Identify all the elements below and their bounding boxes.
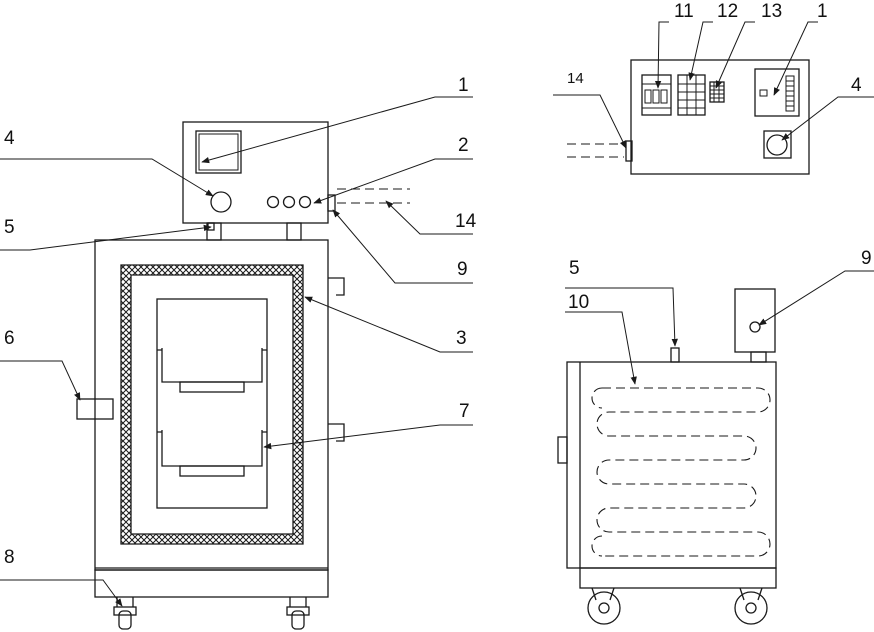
label-7: 7 (459, 401, 470, 422)
hinge-upper (328, 277, 345, 296)
label-side-5: 5 (569, 258, 580, 279)
control-box (182, 121, 410, 224)
panel-knob (763, 130, 792, 159)
tray-upper (157, 348, 267, 393)
caster-left (113, 597, 137, 630)
label-side-9: 9 (861, 248, 872, 269)
label-3: 3 (456, 328, 467, 349)
label-4: 4 (4, 128, 15, 149)
label-panel-1: 1 (817, 1, 828, 22)
label-8: 8 (4, 547, 15, 568)
indicator-light-1 (266, 195, 280, 209)
display-screen (195, 130, 242, 174)
insulation-layer (120, 264, 304, 545)
front-view: 1 4 2 5 14 9 6 3 7 8 (0, 75, 477, 630)
label-2: 2 (458, 135, 469, 156)
cabinet-base (94, 569, 329, 598)
label-9: 9 (457, 259, 468, 280)
label-6: 6 (4, 328, 15, 349)
contactors (677, 74, 706, 116)
label-14: 14 (455, 211, 477, 232)
side-view: 5 10 9 (557, 248, 874, 625)
label-side-10: 10 (568, 292, 589, 313)
label-panel-4: 4 (851, 75, 862, 96)
control-panel-interior: 11 12 13 1 4 14 (553, 1, 874, 175)
side-base (579, 567, 777, 589)
temperature-controller (754, 68, 800, 117)
cable-gland (327, 194, 336, 212)
label-1: 1 (458, 75, 469, 96)
side-caster-left (587, 587, 621, 625)
side-vent-pipe (670, 347, 680, 363)
circuit-breakers (641, 74, 672, 116)
indicator-light-3 (298, 195, 312, 209)
side-caster-right (734, 587, 768, 625)
label-panel-14: 14 (567, 70, 584, 87)
heating-tube (591, 387, 771, 557)
label-11: 11 (674, 1, 694, 22)
label-5: 5 (4, 217, 15, 238)
side-control-box (734, 288, 776, 353)
caster-right (286, 597, 310, 630)
label-12: 12 (717, 1, 738, 22)
main-knob (210, 191, 232, 213)
hinge-lower (328, 423, 345, 442)
indicator-light-2 (282, 195, 296, 209)
tray-lower (157, 430, 267, 477)
label-13: 13 (761, 1, 782, 22)
side-cable-gland (749, 321, 761, 333)
oven-cabinet (76, 239, 345, 630)
vent-pipe (207, 222, 215, 231)
inner-chamber (156, 298, 268, 509)
